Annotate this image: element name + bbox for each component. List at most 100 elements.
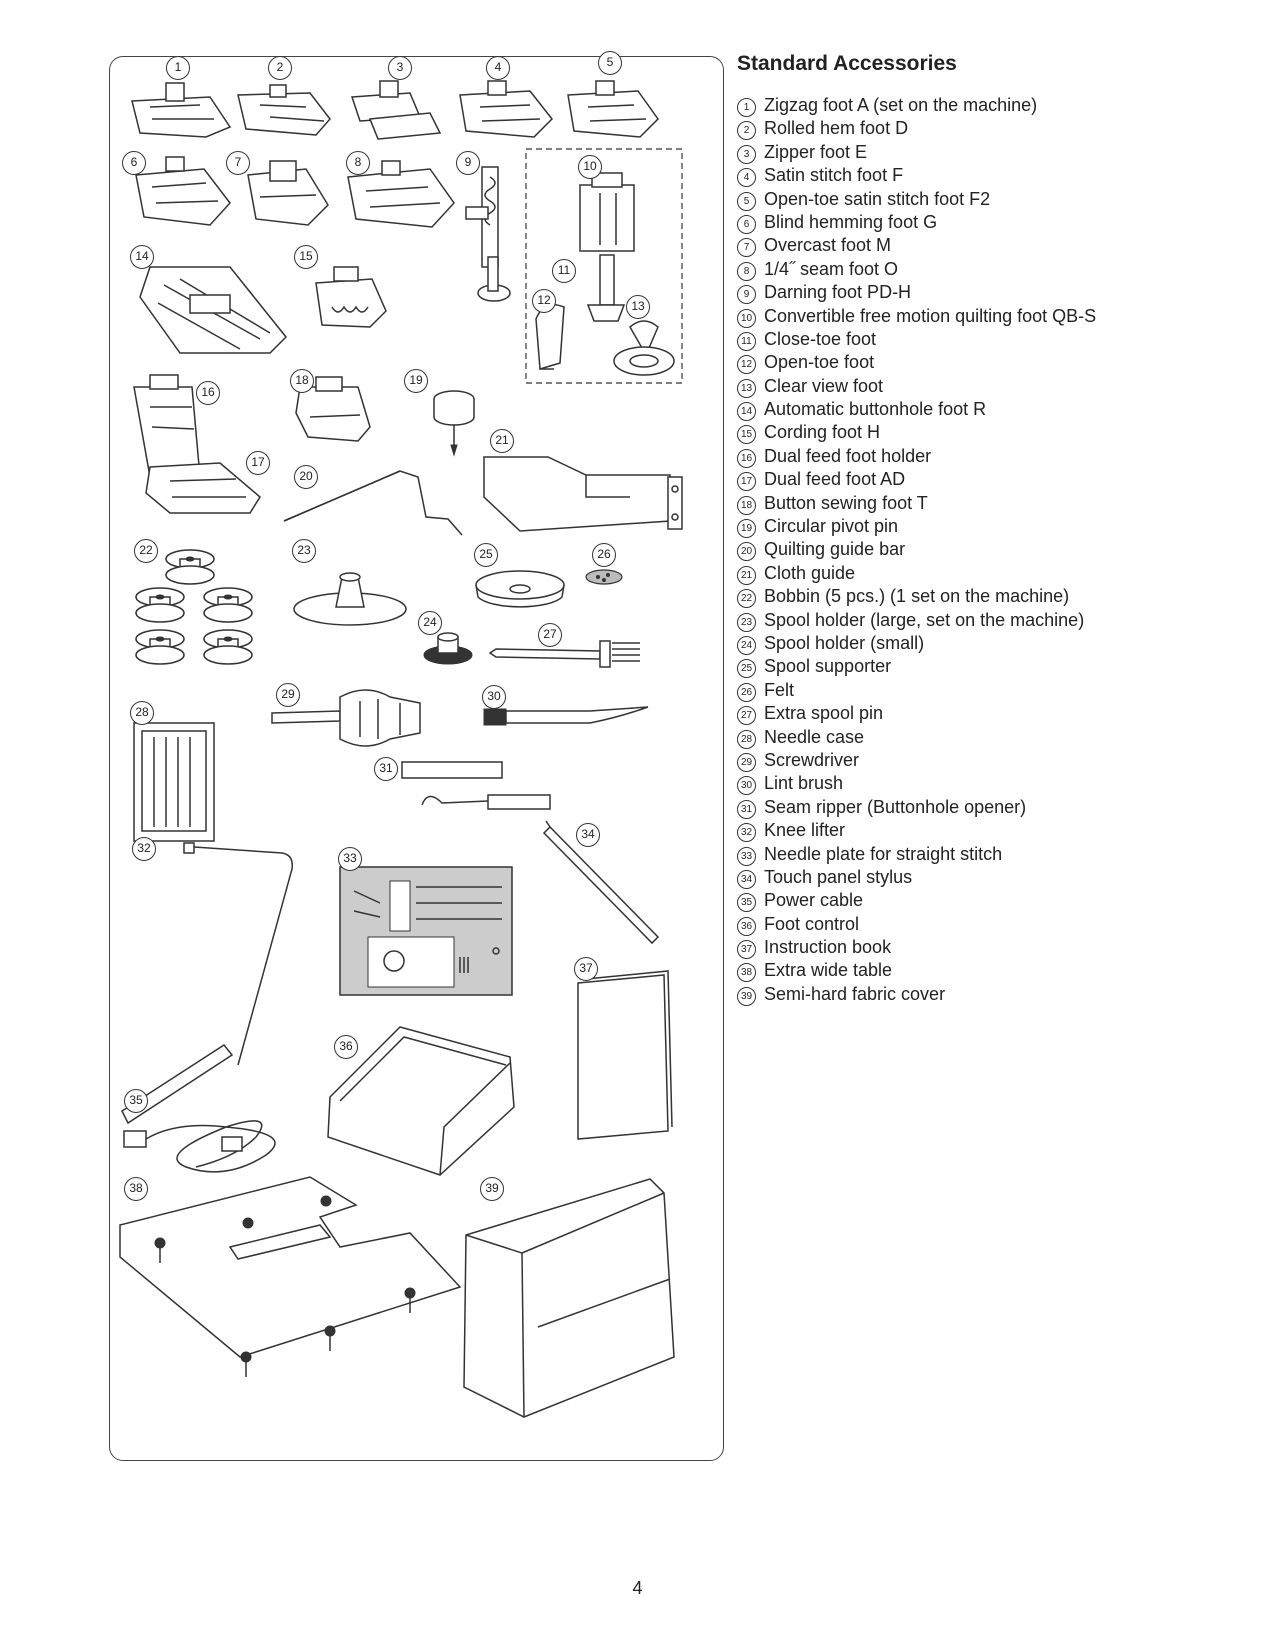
list-item-label: Spool holder (large, set on the machine) xyxy=(764,609,1085,630)
list-item-label: Felt xyxy=(764,679,795,700)
list-item: 34 Touch panel stylus xyxy=(737,866,1096,889)
foot-control-drawing xyxy=(327,1026,515,1176)
close-toe-foot-drawing xyxy=(586,254,626,322)
list-item-label: Power cable xyxy=(764,890,864,911)
callout-5: 5 xyxy=(598,51,622,75)
list-item-number: 24 xyxy=(737,635,756,655)
list-item-label: Dual feed foot holder xyxy=(764,445,932,466)
dual-feed-foot-ad-drawing xyxy=(145,462,261,514)
spool-supporter-drawing xyxy=(475,570,565,608)
list-item-number: 13 xyxy=(737,378,756,398)
list-item-label: Extra spool pin xyxy=(764,703,884,724)
darning-foot-pd-h-drawing xyxy=(465,166,511,302)
list-item-number: 22 xyxy=(737,589,756,609)
list-item-label: Automatic buttonhole foot R xyxy=(764,399,987,420)
list-item-label: Cording foot H xyxy=(764,422,881,443)
cloth-guide-drawing xyxy=(483,456,683,532)
callout-1: 1 xyxy=(166,56,190,80)
quilting-guide-bar-drawing xyxy=(283,470,463,536)
callout-6: 6 xyxy=(122,151,146,175)
list-item: 14 Automatic buttonhole foot R xyxy=(737,398,1096,422)
callout-18: 18 xyxy=(290,369,314,393)
list-item-label: Screwdriver xyxy=(764,749,860,770)
touch-panel-stylus-drawing xyxy=(542,820,660,945)
list-item-label: Zipper foot E xyxy=(764,141,868,162)
list-item-label: Instruction book xyxy=(764,937,892,958)
zigzag-foot-a-drawing xyxy=(131,82,232,138)
list-item-number: 37 xyxy=(737,940,756,960)
list-item: 16 Dual feed foot holder xyxy=(737,445,1096,468)
list-item: 8 1/4˝ seam foot O xyxy=(737,258,1096,281)
list-item-number: 9 xyxy=(737,285,756,305)
list-item-label: 1/4˝ seam foot O xyxy=(764,258,899,279)
list-item-label: Zigzag foot A (set on the machine) xyxy=(764,95,1038,115)
list-item-label: Open-toe satin stitch foot F2 xyxy=(764,188,991,209)
list-item-label: Touch panel stylus xyxy=(764,866,913,887)
open-toe-foot-drawing xyxy=(535,304,565,370)
list-item-label: Darning foot PD-H xyxy=(764,282,912,303)
callout-16: 16 xyxy=(196,381,220,405)
list-item-number: 23 xyxy=(737,612,756,632)
list-item-number: 8 xyxy=(737,261,756,281)
callout-24: 24 xyxy=(418,611,442,635)
list-item-number: 14 xyxy=(737,402,756,422)
callout-14: 14 xyxy=(130,245,154,269)
list-item-label: Semi-hard fabric cover xyxy=(764,983,946,1004)
quarter-inch-seam-foot-o-drawing xyxy=(347,160,455,228)
list-item-label: Open-toe foot xyxy=(764,352,875,373)
list-item-number: 6 xyxy=(737,214,756,234)
callout-11: 11 xyxy=(552,259,576,283)
callout-7: 7 xyxy=(226,151,250,175)
list-item-number: 36 xyxy=(737,916,756,936)
list-item-number: 32 xyxy=(737,823,756,843)
cording-foot-h-drawing xyxy=(315,266,387,328)
spool-holder-large-drawing xyxy=(293,572,407,626)
list-item-number: 17 xyxy=(737,472,756,492)
open-toe-satin-stitch-foot-f2-drawing xyxy=(567,80,659,138)
list-item-number: 2 xyxy=(737,121,756,141)
instruction-book-drawing xyxy=(577,970,673,1140)
semi-hard-fabric-cover-drawing xyxy=(463,1178,675,1418)
list-item-number: 35 xyxy=(737,893,756,913)
list-item-label: Knee lifter xyxy=(764,820,846,841)
rolled-hem-foot-d-drawing xyxy=(237,84,331,136)
list-item-label: Circular pivot pin xyxy=(764,516,899,537)
list-item-number: 19 xyxy=(737,519,756,539)
dual-feed-foot-holder-drawing xyxy=(133,374,201,478)
screwdriver-drawing xyxy=(271,689,421,747)
extra-spool-pin-drawing xyxy=(488,640,640,668)
callout-36: 36 xyxy=(334,1035,358,1059)
callout-17: 17 xyxy=(246,451,270,475)
seam-ripper-drawing xyxy=(401,761,551,810)
callout-10: 10 xyxy=(578,155,602,179)
list-item-number: 18 xyxy=(737,495,756,515)
felt-drawing xyxy=(585,569,623,585)
list-item-number: 7 xyxy=(737,238,756,258)
list-item-number: 27 xyxy=(737,706,756,726)
power-cable-drawing xyxy=(123,1120,276,1173)
list-item-label: Seam ripper (Buttonhole opener) xyxy=(764,796,1027,817)
list-item-label: Button sewing foot T xyxy=(764,492,928,513)
callout-33: 33 xyxy=(338,847,362,871)
list-item-number: 34 xyxy=(737,869,756,889)
callout-30: 30 xyxy=(482,685,506,709)
list-item-number: 16 xyxy=(737,448,756,468)
list-item-number: 11 xyxy=(737,331,756,351)
list-item-label: Satin stitch foot F xyxy=(764,165,904,186)
list-item-label: Needle plate for straight stitch xyxy=(764,843,1003,864)
callout-12: 12 xyxy=(532,289,556,313)
callout-19: 19 xyxy=(404,369,428,393)
callout-22: 22 xyxy=(134,539,158,563)
